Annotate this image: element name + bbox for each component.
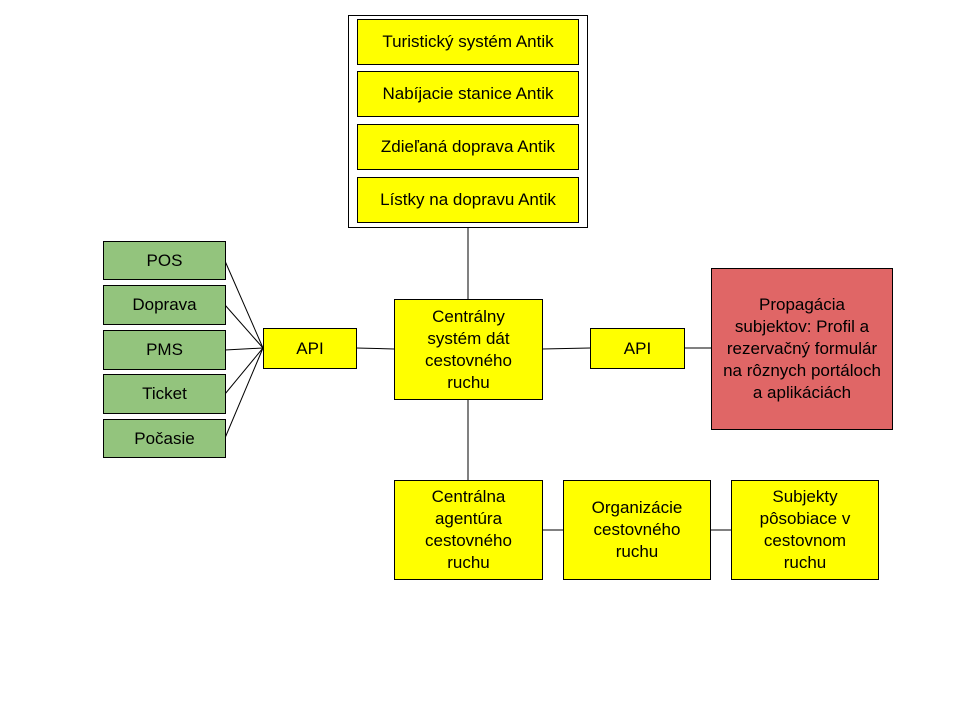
tourism-subjects-box: Subjekty pôsobiace v cestovnom ruchu xyxy=(731,480,879,580)
antik-shared-transport-label: Zdieľaná doprava Antik xyxy=(380,137,556,156)
source-pocasie-box: Počasie xyxy=(103,419,226,458)
central-agency-box: Centrálna agentúra cestovného ruchu xyxy=(394,480,543,580)
connector-central-api-right xyxy=(541,347,591,350)
antik-shared-transport-box: Zdieľaná doprava Antik xyxy=(357,124,579,170)
connector-pocasie-api xyxy=(224,347,264,439)
api-right-box: API xyxy=(590,328,685,369)
antik-tourist-system-box: Turistický systém Antik xyxy=(357,19,579,65)
connector-pos-api xyxy=(224,260,264,349)
tourism-subjects-label: Subjekty pôsobiace v cestovnom ruchu xyxy=(759,487,851,572)
api-right-label: API xyxy=(623,338,652,358)
connector-api-left-central xyxy=(355,347,395,350)
antik-transport-tickets-box: Lístky na dopravu Antik xyxy=(357,177,579,223)
api-left-label: API xyxy=(296,338,324,358)
api-left-box: API xyxy=(263,328,357,369)
source-doprava-label: Doprava xyxy=(132,295,197,314)
source-doprava-box: Doprava xyxy=(103,285,226,325)
source-pms-label: PMS xyxy=(146,340,183,359)
antik-charging-stations-label: Nabíjacie stanice Antik xyxy=(382,84,554,103)
central-data-system-label: Centrálny systém dát cestovného ruchu xyxy=(425,306,512,392)
source-pocasie-label: Počasie xyxy=(134,428,195,448)
source-pos-box: POS xyxy=(103,241,226,280)
propagation-box: Propagácia subjektov: Profil a rezervačn… xyxy=(711,268,893,430)
source-ticket-label: Ticket xyxy=(142,384,187,403)
connector-pms-api xyxy=(224,347,264,351)
antik-transport-tickets-label: Lístky na dopravu Antik xyxy=(380,190,556,209)
central-agency-label: Centrálna agentúra cestovného ruchu xyxy=(425,487,512,572)
antik-charging-stations-box: Nabíjacie stanice Antik xyxy=(357,71,579,117)
central-data-system-box: Centrálny systém dát cestovného ruchu xyxy=(394,299,543,400)
tourism-organizations-box: Organizácie cestovného ruchu xyxy=(563,480,711,580)
source-pms-box: PMS xyxy=(103,330,226,370)
antik-tourist-system-label: Turistický systém Antik xyxy=(382,32,554,51)
connector-doprava-api xyxy=(224,304,264,349)
tourism-organizations-label: Organizácie cestovného ruchu xyxy=(591,498,683,561)
source-ticket-box: Ticket xyxy=(103,374,226,414)
propagation-label: Propagácia subjektov: Profil a rezervačn… xyxy=(723,295,881,402)
source-pos-label: POS xyxy=(146,250,183,270)
connector-ticket-api xyxy=(224,347,264,395)
